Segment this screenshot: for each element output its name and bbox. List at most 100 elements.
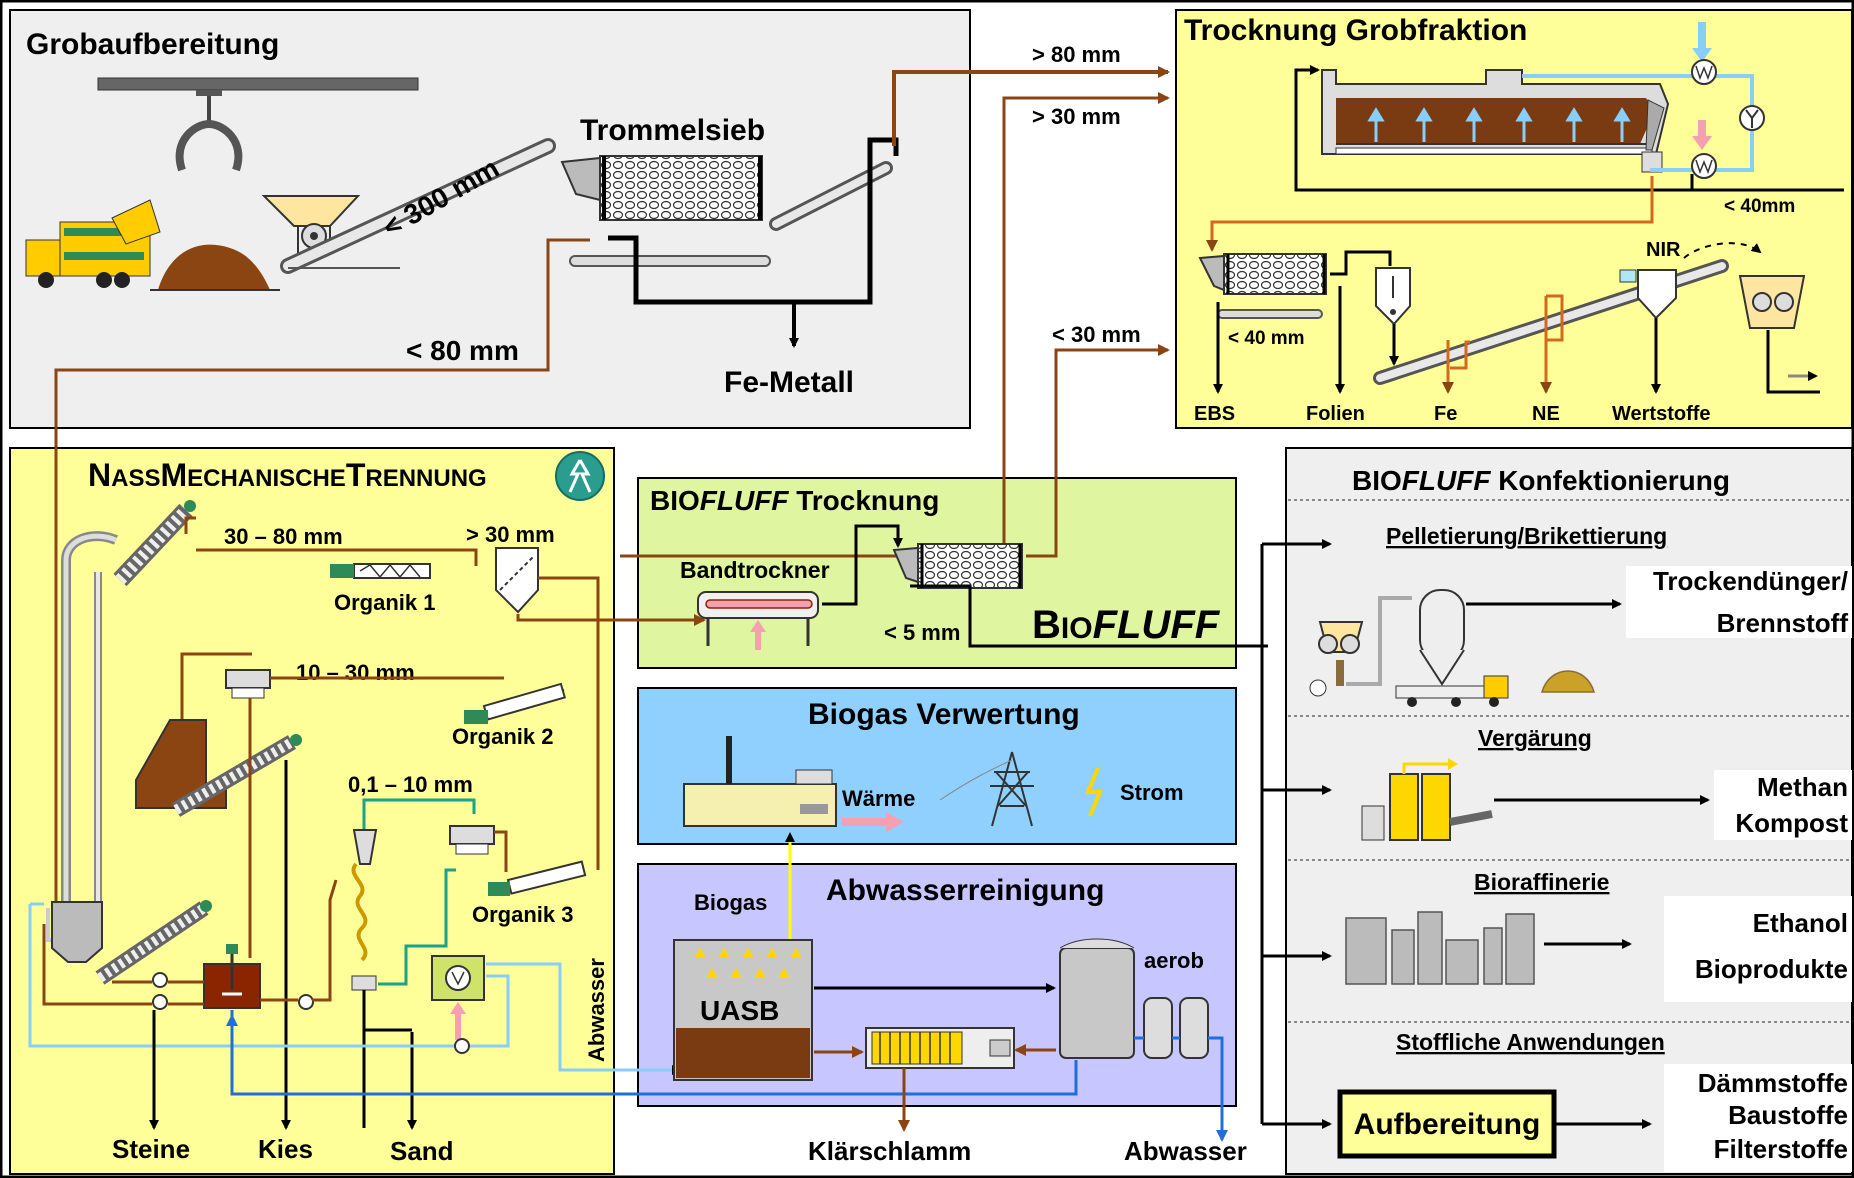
- label-bandtrockner: Bandtrockner: [680, 557, 830, 583]
- drum-screen-2-icon: [1198, 253, 1327, 319]
- out-kompost: Kompost: [1735, 808, 1848, 838]
- out-abwasser: Abwasser: [1124, 1136, 1247, 1166]
- pellet-press-icon: [1309, 621, 1364, 697]
- label-abwasser-vertical: Abwasser: [584, 958, 609, 1062]
- label-nass-gt30: > 30 mm: [466, 522, 555, 547]
- label-fe-metall: Fe-Metall: [724, 366, 854, 399]
- label-biogas: Biogas: [694, 890, 767, 915]
- label-10-30: 10 – 30 mm: [296, 660, 415, 685]
- nass-title: NASSMECHANISCHETRENNUNG: [88, 457, 487, 493]
- heat-exchanger-top-icon: [1691, 59, 1717, 85]
- out-folien: Folien: [1306, 403, 1365, 425]
- fe-branch: [1450, 340, 1470, 370]
- out-trockenduenger: Trockendünger/: [1653, 566, 1848, 596]
- garbage-truck-icon: [25, 199, 161, 288]
- label-organik3: Organik 3: [472, 902, 573, 927]
- label-lt5: < 5 mm: [884, 620, 960, 645]
- abwasser-out-arrow: [1208, 1036, 1228, 1142]
- heading-stoffliche: Stoffliche Anwendungen: [1396, 1029, 1665, 1055]
- line-to-cyclone: [1330, 250, 1392, 276]
- flow-gt30: [620, 92, 1170, 558]
- out-kies: Kies: [258, 1134, 313, 1164]
- output-box-stoffliche: [1664, 1064, 1852, 1172]
- trommelsieb-drum-icon: [560, 155, 763, 221]
- heading-bioraffinerie: Bioraffinerie: [1474, 869, 1609, 895]
- out-sand: Sand: [390, 1136, 454, 1166]
- mixing-tank-icon: [203, 944, 261, 1009]
- lightblue-loop: [28, 904, 510, 1048]
- organik1-screw-icon: [330, 563, 431, 579]
- grob-title: Grobaufbereitung: [26, 28, 279, 61]
- ne-branch: [1546, 294, 1564, 342]
- out-fe: Fe: [1434, 403, 1457, 425]
- power-pylon-icon: [939, 751, 1034, 827]
- flow-01-10: [362, 798, 476, 836]
- sieve-2-icon: [225, 669, 271, 699]
- label-30-80: 30 – 80 mm: [224, 524, 343, 549]
- digester-icon: [1361, 758, 1493, 841]
- dryer-air-arrows: [1367, 107, 1631, 142]
- output-box-bioraffinerie: [1664, 896, 1852, 1002]
- conveyor-300: [280, 138, 556, 274]
- belt-dryer-icon: [697, 591, 819, 646]
- out-brennstoff: Brennstoff: [1717, 608, 1849, 638]
- out-ne: NE: [1532, 403, 1560, 425]
- label-uasb: UASB: [700, 995, 779, 1026]
- label-flow-lt30: < 30 mm: [1052, 322, 1141, 347]
- out-filterstoffe: Filterstoffe: [1714, 1134, 1848, 1164]
- motor-pump-icon: [431, 955, 485, 1001]
- conveyor-under-drum: [569, 255, 771, 267]
- label-01-10: 0,1 – 10 mm: [348, 772, 473, 797]
- organik2-screw-icon: [464, 682, 566, 724]
- filter-tanks-icon: [1143, 997, 1209, 1059]
- waste-pile: [158, 244, 270, 290]
- drum-screen-3-icon: [892, 543, 1023, 589]
- lightning-icon: [1085, 767, 1103, 817]
- label-strom: Strom: [1120, 780, 1184, 805]
- out-klaerschlamm: Klärschlamm: [808, 1136, 971, 1166]
- screw-conveyor-1-icon: [113, 500, 196, 587]
- abwasser-title: Abwasserreinigung: [826, 874, 1104, 907]
- biofluff-trocknung-title: BIOFLUFF Trocknung: [650, 485, 939, 516]
- belt-to-screen: [822, 524, 903, 606]
- sieve-tank-icon: [495, 547, 539, 614]
- hydrocyclone-icon: [351, 829, 378, 991]
- label-lt80: < 80 mm: [406, 335, 519, 366]
- valve-3-icon: [298, 994, 314, 1010]
- label-flow-gt30: > 30 mm: [1032, 104, 1121, 129]
- out-ethanol: Ethanol: [1753, 908, 1848, 938]
- label-waerme: Wärme: [842, 786, 915, 811]
- screw-conveyor-2-icon: [171, 734, 302, 817]
- pellets-icon: [1541, 670, 1595, 693]
- out-ebs: EBS: [1194, 403, 1235, 425]
- air-separator-icon: [1375, 267, 1411, 326]
- crane-grab-icon: [97, 77, 419, 172]
- flow-10-30-left: [180, 652, 252, 740]
- output-box-vergaerung: [1714, 770, 1852, 840]
- flow-30-80: [196, 548, 478, 566]
- out-baustoffe: Baustoffe: [1728, 1100, 1848, 1130]
- fan-icon: [1739, 105, 1765, 131]
- nir-dashed-arrow: [1683, 242, 1762, 259]
- biogas-title: Biogas Verwertung: [808, 698, 1080, 731]
- storage-silo-icon: [51, 901, 103, 963]
- valve-2-icon: [152, 994, 168, 1010]
- label-organik1: Organik 1: [334, 590, 435, 615]
- valve-1-icon: [152, 972, 168, 988]
- label-flow-gt80: > 80 mm: [1032, 42, 1121, 67]
- uasb-reactor-icon: [673, 939, 813, 1081]
- konfektion-title: BIOFLUFF Konfektionierung: [1352, 465, 1730, 496]
- screw-conveyor-3-icon: [95, 900, 212, 985]
- flow-gt80: [892, 66, 1170, 146]
- out-wertstoffe: Wertstoffe: [1612, 403, 1711, 425]
- biofluff-to-konfektion: [910, 584, 1268, 648]
- out-daemmstoffe: Dämmstoffe: [1698, 1068, 1848, 1098]
- label-aerob: aerob: [1144, 948, 1204, 973]
- label-lt40a: < 40mm: [1724, 196, 1795, 217]
- company-logo-icon: [555, 451, 605, 501]
- biofluff-big-label: BIOFLUFF: [1032, 603, 1221, 647]
- label-lt40b: < 40 mm: [1228, 328, 1305, 349]
- label-organik2: Organik 2: [452, 724, 553, 749]
- flow-lt30: [1026, 344, 1170, 558]
